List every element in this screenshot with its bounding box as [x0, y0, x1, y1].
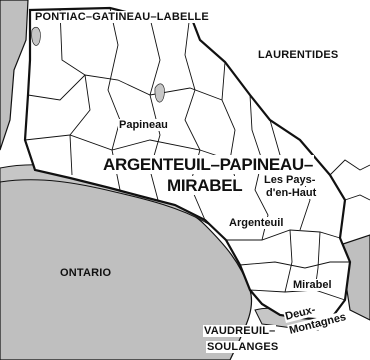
label-vaudreuil-soulanges: VAUDREUIL– — [203, 325, 277, 337]
outside-region-northwest — [0, 0, 29, 151]
label-mirabel: Mirabel — [292, 279, 333, 291]
label-papineau: Papineau — [118, 119, 169, 131]
lake-2 — [31, 27, 41, 46]
neighbour-boundaries — [329, 159, 370, 201]
lake-1 — [154, 83, 165, 103]
label-pontiac-gatineau-labelle: PONTIAC–GATINEAU–LABELLE — [34, 11, 210, 23]
label-les-pays-d-en-haut-line2: d'en-Haut — [265, 187, 318, 199]
label-laurentides: LAURENTIDES — [258, 49, 339, 61]
label-argenteuil: Argenteuil — [228, 217, 285, 229]
label-les-pays-d-en-haut: Les Pays- — [263, 174, 317, 186]
label-ontario: ONTARIO — [60, 267, 112, 279]
label-riding-name: ARGENTEUIL–PAPINEAU– — [102, 155, 314, 174]
label-riding-name-line2: MIRABEL — [166, 176, 244, 195]
label-vaudreuil-soulanges-line2: SOULANGES — [206, 341, 280, 353]
